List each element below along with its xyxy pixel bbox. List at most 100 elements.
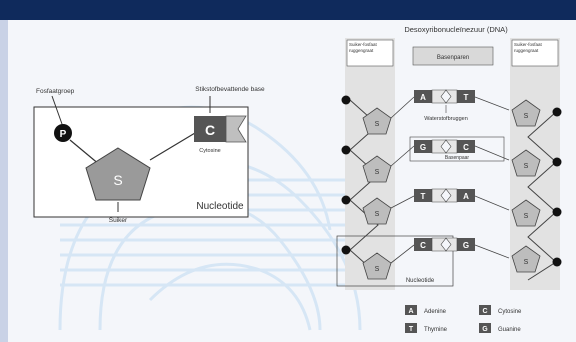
- left-sugar: [362, 107, 392, 135]
- left-base-letter: A: [420, 93, 426, 102]
- base-tab: [225, 115, 247, 143]
- legend-name: Thymine: [424, 327, 448, 333]
- phosphate-symbol: P: [60, 129, 67, 140]
- right-sugar: [511, 99, 541, 127]
- right-base-tab: [445, 139, 458, 154]
- left-connector: [390, 244, 415, 264]
- base-pair-row: S T A S: [341, 188, 562, 227]
- base-box: [194, 116, 226, 142]
- left-phosphate: [341, 95, 351, 105]
- middle-header-box: [412, 46, 494, 66]
- left-base-tab: [431, 188, 447, 203]
- base-pair-row: S G C Basenpaar S: [341, 136, 562, 183]
- left-connector: [390, 195, 415, 209]
- left-sugar-symbol: S: [375, 169, 380, 176]
- right-header-box: [511, 39, 559, 67]
- right-base-letter: C: [463, 143, 469, 152]
- right-connector: [474, 145, 510, 161]
- top-bar: [0, 0, 576, 20]
- phosphate-arrow: [51, 95, 63, 125]
- legend-swatch: [405, 323, 417, 333]
- base-letter: C: [205, 122, 215, 138]
- left-base: [414, 140, 432, 153]
- legend: A Adenine C Cytosine T Thymine G Guanine: [405, 305, 522, 333]
- right-base: [457, 140, 475, 153]
- left-base-letter: C: [420, 241, 426, 250]
- right-base-letter: G: [463, 241, 469, 250]
- legend-letter: C: [482, 308, 487, 315]
- left-base-tab: [431, 139, 447, 154]
- right-sugar: [511, 149, 541, 177]
- sugar-pentagon: [85, 147, 151, 201]
- watermark: [58, 105, 362, 331]
- left-base-letter: T: [421, 192, 426, 201]
- phosphate-circle: [54, 124, 72, 142]
- legend-letter: T: [409, 326, 414, 333]
- base-name: Cytosine: [199, 148, 220, 154]
- legend-swatch: [479, 305, 491, 315]
- left-header: Suiker-fosfaat ruggengraat: [349, 42, 377, 53]
- right-header: Suiker-fosfaat ruggengraat: [514, 42, 542, 53]
- left-base: [414, 238, 432, 251]
- base-pair-label: Basenpaar: [445, 155, 470, 161]
- legend-item: T Thymine: [405, 323, 448, 333]
- nucleotide-diagram: Fosfaatgroep P S Suiker Stikstofbevatten…: [33, 86, 265, 224]
- right-base-letter: T: [464, 93, 469, 102]
- sugar-base-bond: [149, 132, 196, 161]
- left-bar: [0, 20, 8, 342]
- legend-letter: A: [408, 308, 413, 315]
- dna-section: Desoxyribonucleïnezuur (DNA) Suiker-fosf…: [336, 25, 562, 333]
- right-phosphate: [552, 207, 562, 217]
- right-base-tab: [445, 89, 458, 104]
- legend-name: Adenine: [424, 309, 447, 315]
- left-sugar-symbol: S: [375, 211, 380, 218]
- right-connector: [474, 195, 510, 211]
- legend-name: Guanine: [498, 327, 521, 333]
- dna-title: Desoxyribonucleïnezuur (DNA): [404, 25, 508, 34]
- right-base-tab: [445, 237, 458, 252]
- sugar-label: Suiker: [109, 217, 128, 224]
- left-connector: [390, 145, 415, 167]
- right-phosphate: [552, 257, 562, 267]
- left-phosphate: [341, 195, 351, 205]
- legend-letter: G: [482, 326, 488, 333]
- legend-swatch: [405, 305, 417, 315]
- right-base: [457, 189, 475, 202]
- nucleotide-outline: [336, 235, 454, 287]
- phosphate-sugar-bond: [69, 139, 101, 166]
- left-connector: [390, 96, 415, 119]
- base-pair-row: S A T S: [341, 89, 562, 135]
- nucleotide-box-label: Nucleotide: [196, 201, 244, 212]
- hydrogen-bonds-label: Waterstofbruggen: [424, 116, 468, 122]
- nucleotide-label: Nucleotide: [406, 278, 435, 284]
- right-phosphate: [552, 157, 562, 167]
- right-sugar: [511, 199, 541, 227]
- middle-header: Basenparen: [437, 55, 469, 61]
- left-base: [414, 90, 432, 103]
- left-base-tab: [431, 237, 447, 252]
- right-sugar-symbol: S: [524, 163, 529, 170]
- right-backbone: [527, 111, 557, 281]
- base-pair-row: S C G Nucleotide S: [336, 235, 562, 287]
- left-header-box: [346, 39, 394, 67]
- left-sugar: [362, 155, 392, 183]
- right-base: [457, 90, 475, 103]
- right-base-letter: A: [463, 192, 469, 201]
- left-phosphate: [341, 145, 351, 155]
- legend-item: C Cytosine: [479, 305, 522, 315]
- right-sugar-symbol: S: [524, 213, 529, 220]
- base-label: Stikstofbevattende base: [195, 86, 265, 93]
- right-sugar-symbol: S: [524, 259, 529, 266]
- right-sugar-symbol: S: [524, 113, 529, 120]
- left-phosphate: [341, 245, 351, 255]
- sugar-symbol: S: [113, 172, 122, 188]
- right-sugar: [511, 245, 541, 273]
- legend-swatch: [479, 323, 491, 333]
- right-base: [457, 238, 475, 251]
- left-sugar: [362, 252, 392, 280]
- right-connector: [474, 244, 510, 259]
- legend-item: G Guanine: [479, 323, 521, 333]
- right-base-tab: [445, 188, 458, 203]
